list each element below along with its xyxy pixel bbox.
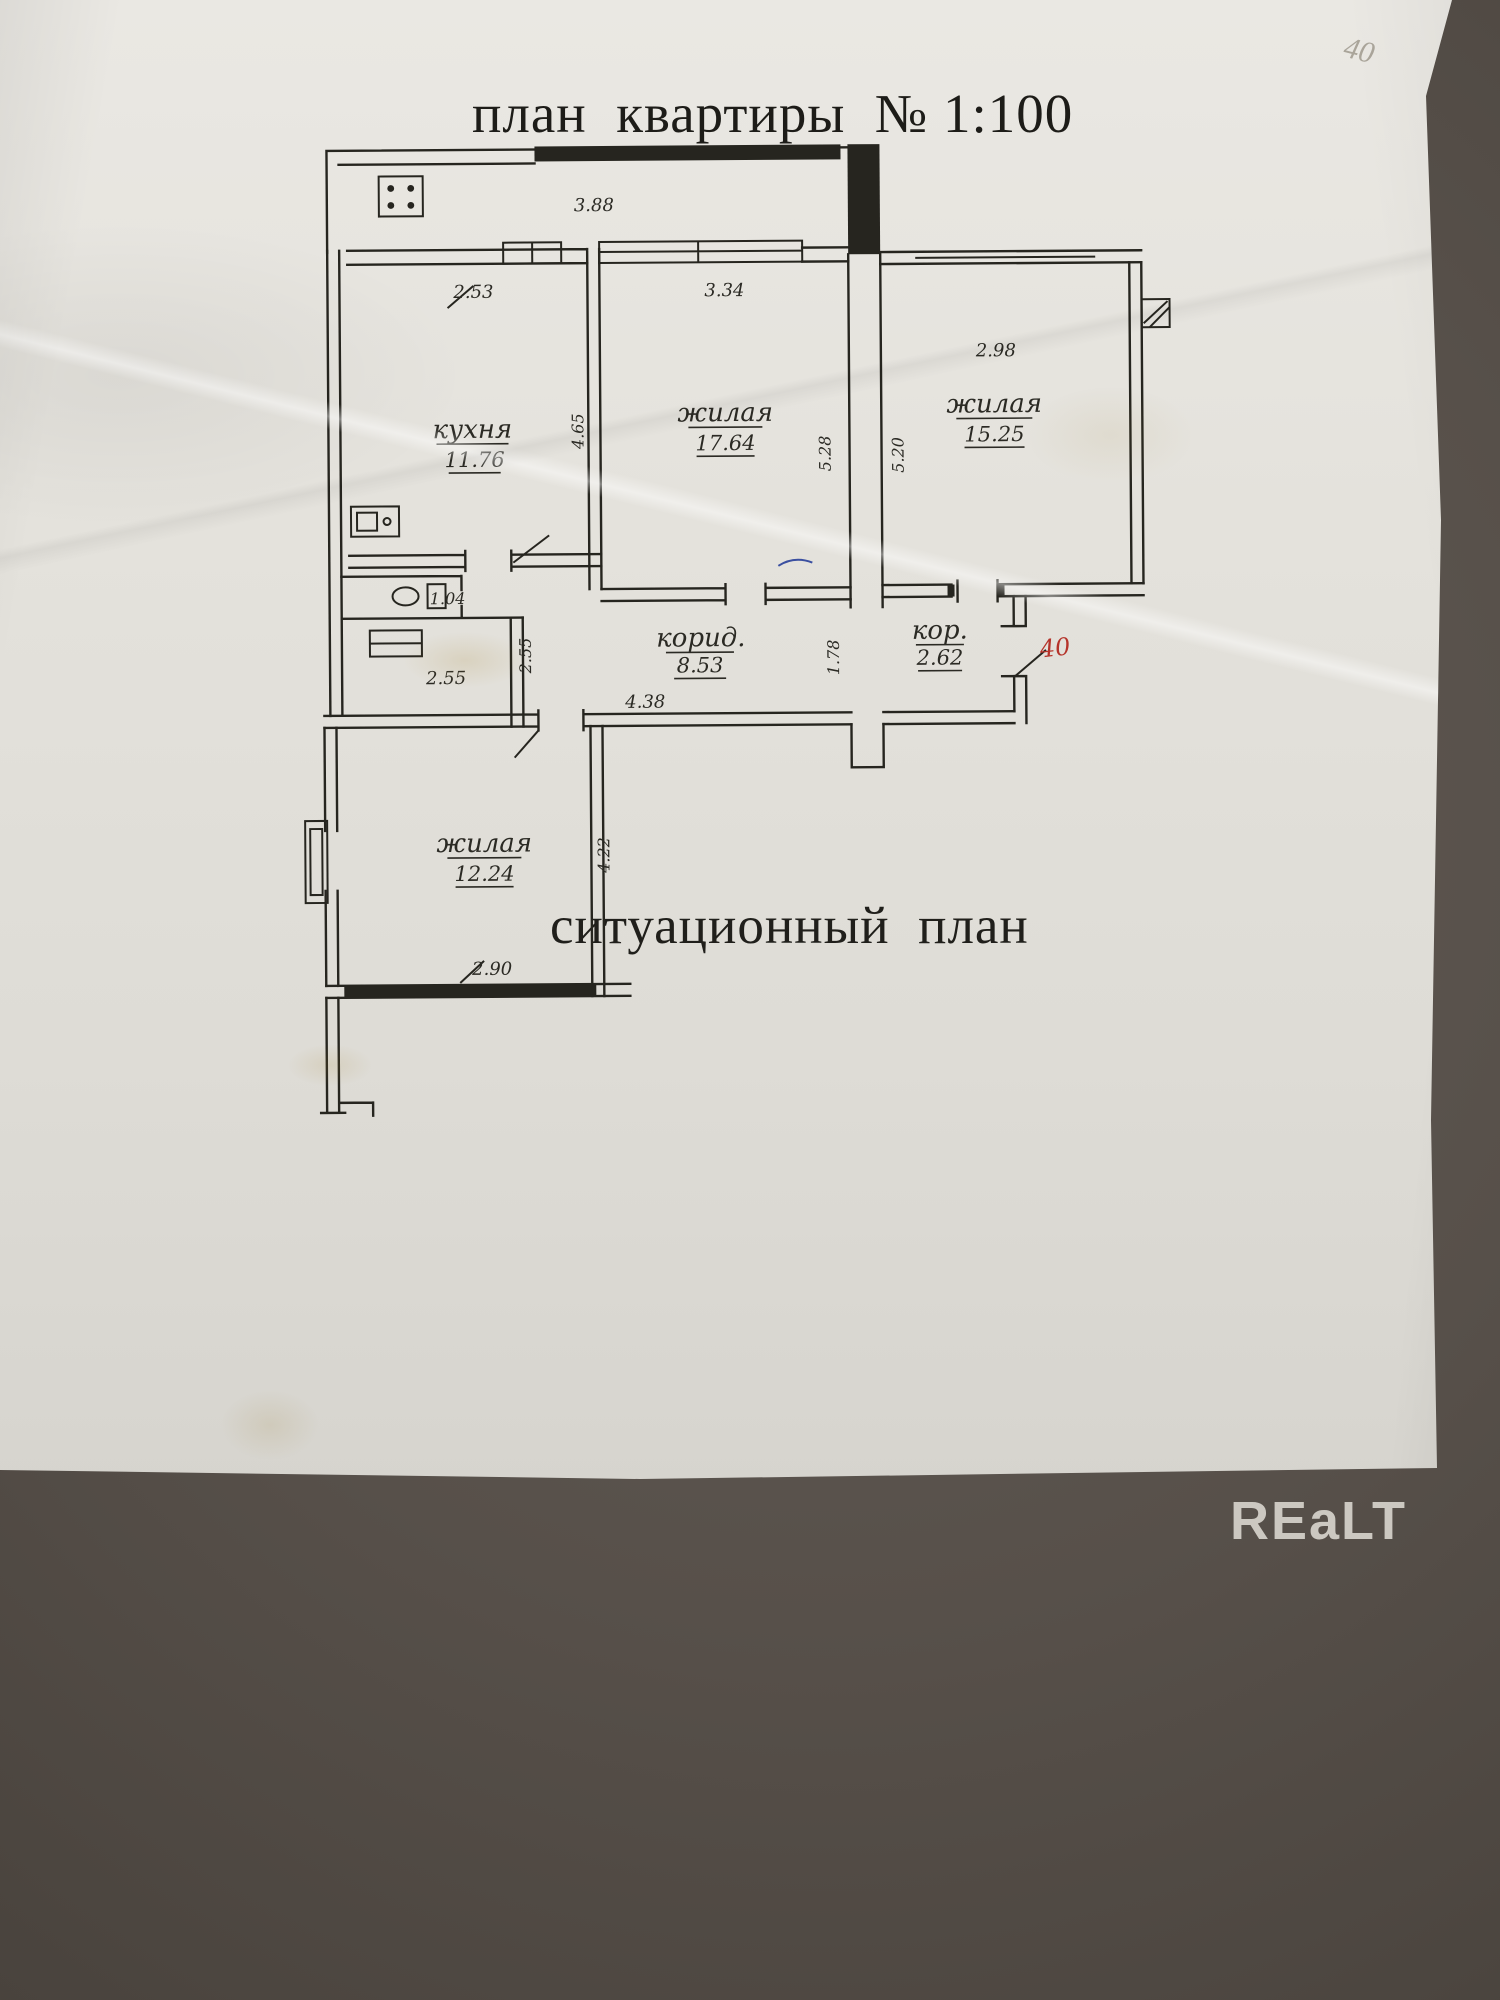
living3-area-label: 12.24 (454, 862, 514, 886)
living2-width-label: 2.98 (975, 340, 1016, 361)
bath-right-wall (509, 616, 525, 728)
living3-door-swing (513, 729, 540, 759)
corridor-width-label: 1.78 (824, 640, 843, 676)
wc-walls (340, 574, 524, 621)
label-underlines (436, 417, 1033, 888)
kitchen-bottom-wall (348, 549, 603, 573)
living2-depth-label: 5.20 (888, 437, 907, 473)
floor-plan-drawing: 3.88 2.53 3.34 2.98 кухня 11.76 4.65 жил… (304, 144, 1171, 1117)
hall-bottom-wall (882, 709, 1016, 726)
corridor-length-label: 4.38 (624, 692, 665, 713)
stove-burner-3 (387, 202, 395, 209)
living2-bottom-wall (881, 579, 1145, 603)
dim-tick-living3 (459, 960, 485, 984)
sink-drain (382, 517, 392, 527)
corner-pencil-note: 40 (1340, 30, 1378, 71)
kitchen-name-label: кухня (432, 415, 512, 446)
living1-depth-label: 5.28 (815, 436, 834, 472)
fixtures (349, 175, 813, 984)
living3-name-label: жилая (436, 829, 532, 860)
lower-wall-stub (319, 996, 375, 1117)
kitchen-door-swing (512, 534, 550, 564)
corridor-area-label: 8.53 (677, 653, 724, 677)
kitchen-top-wall (345, 247, 601, 266)
living1-bottom-wall (600, 582, 852, 606)
sink-icon (349, 505, 401, 538)
hall-name-label: кор. (912, 615, 968, 645)
corridor-bottom-wall (323, 708, 853, 732)
plan-title: план квартиры № 1:100 (472, 83, 1074, 144)
living2-area-label: 15.25 (964, 422, 1024, 446)
living1-name-label: жилая (677, 398, 773, 429)
wc-area-label: 1.04 (430, 589, 466, 608)
living3-depth-label: 4.22 (594, 837, 613, 874)
living3-bottom-wall (325, 982, 632, 1000)
loggia-width-label: 3.88 (574, 195, 614, 216)
balcony-door-block-outer (304, 819, 329, 905)
hall-area-label: 2.62 (916, 645, 964, 669)
toilet-bowl (391, 586, 420, 607)
labels: 3.88 2.53 3.34 2.98 кухня 11.76 4.65 жил… (425, 195, 1072, 980)
toilet-tank (426, 583, 447, 610)
living2-top-wall (878, 249, 1143, 266)
right-wall-notch (1140, 298, 1171, 329)
stair-stub (850, 722, 885, 769)
bath-depth-label: 2.55 (516, 638, 535, 675)
living2-window-midline (915, 255, 1096, 259)
living1-top-wall-end (800, 246, 850, 263)
living1-window-midline (599, 241, 803, 263)
right-wall-notch-hatch (1142, 300, 1171, 328)
realt-watermark: REaLT (1230, 1491, 1408, 1551)
sink-basin (355, 511, 379, 532)
kitchen-width-label: 2.53 (452, 282, 493, 303)
living3-right-wall (589, 724, 606, 998)
living2-door-jamb-a (947, 584, 955, 597)
paper-sheet: план квартиры № 1:100 ситуационный план … (0, 0, 1452, 1479)
stove-icon (377, 175, 424, 218)
dim-tick-kitchen (446, 285, 475, 309)
apartment-number-note: 40 (1037, 632, 1071, 663)
stove-burner-1 (387, 185, 395, 192)
hall-right-wall (1000, 594, 1028, 725)
balcony-door-block-inner (309, 827, 324, 897)
living1-area-label: 17.64 (695, 431, 755, 455)
corridor-name-label: корид. (656, 623, 746, 654)
living1-living2-wall (846, 252, 884, 609)
living2-name-label: жилая (946, 389, 1042, 420)
living3-left-wall (323, 726, 340, 988)
kitchen-area-label: 11.76 (444, 448, 504, 472)
kitchen-living1-wall (586, 261, 603, 591)
stove-burner-2 (407, 184, 415, 192)
living2-door-jamb-b (997, 584, 1005, 597)
party-wall-top (847, 144, 881, 255)
living3-window (344, 984, 597, 998)
bath-area-label: 2.55 (425, 668, 466, 689)
entry-door-swing (1014, 649, 1047, 677)
situational-plan-title: ситуационный план (550, 897, 1029, 955)
living1-width-label: 3.34 (704, 280, 744, 301)
top-thick-wall (534, 144, 841, 162)
stove-burner-4 (407, 201, 415, 209)
living3-width-label: 2.90 (471, 959, 512, 980)
left-outer-wall (325, 249, 344, 718)
kitchen-depth-label: 4.65 (568, 413, 587, 450)
walls (304, 144, 1171, 1117)
pen-mark-blue (777, 558, 813, 567)
